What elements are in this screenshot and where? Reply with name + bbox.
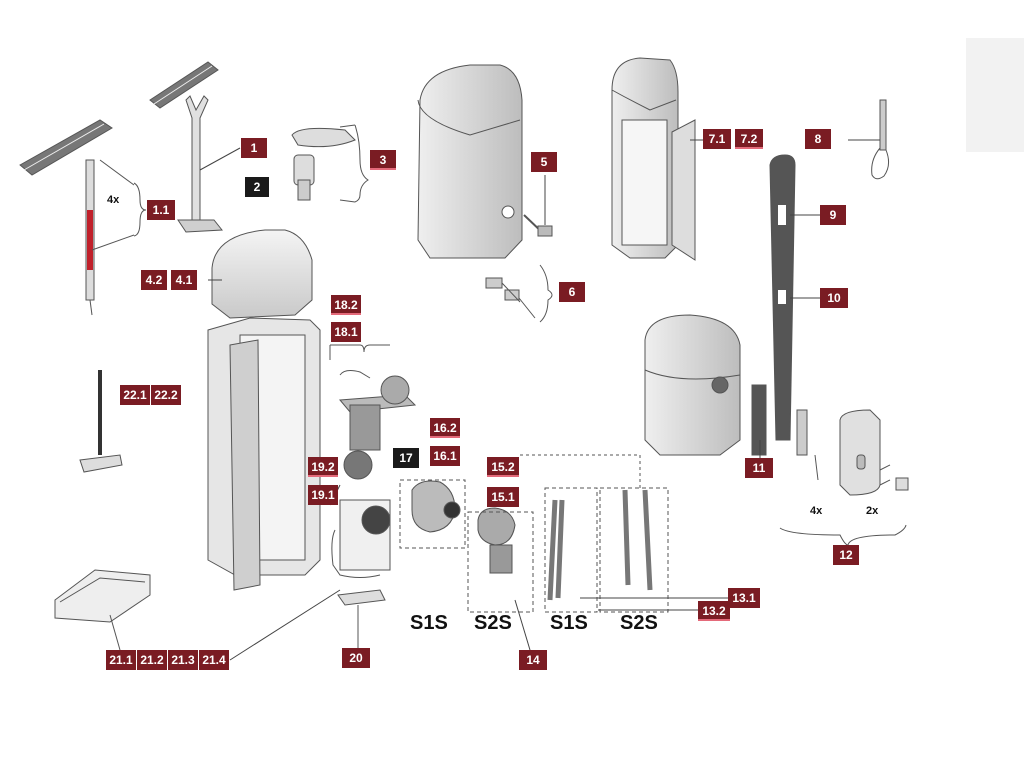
springs-13 [520,454,669,613]
limit-switch-part-8 [871,99,890,180]
label-1[interactable]: 1 [241,138,267,158]
quantity-4x-right: 4x [810,505,823,517]
label-19-2[interactable]: 19.2 [308,457,338,477]
quantity-2x: 2x [866,505,879,517]
pendulum-support [85,159,147,316]
label-6[interactable]: 6 [559,282,585,302]
cabinet-with-boom-mount [644,314,767,456]
label-21-2[interactable]: 21.2 [137,650,167,670]
side-panel [966,38,1024,152]
motor-16 [399,479,466,549]
quantity-4x-top: 4x [107,194,120,206]
label-15-2[interactable]: 15.2 [487,457,519,477]
label-11[interactable]: 11 [745,458,773,478]
group-label-s1s-motors: S1S [410,612,448,634]
label-14[interactable]: 14 [519,650,547,670]
group-label-s2s-motors: S2S [474,612,512,634]
control-box-21 [54,569,151,651]
boom-support-post [177,95,223,233]
cabinet-cap-4 [211,229,313,319]
label-8[interactable]: 8 [805,129,831,149]
bracket-and-cover-12 [779,409,909,546]
label-16-2[interactable]: 16.2 [430,418,460,438]
label-22-1[interactable]: 22.1 [120,385,150,405]
cabinet-housing-5 [417,64,553,259]
lock-cylinder-part-2 [293,154,315,201]
label-21-4[interactable]: 21.4 [199,650,229,670]
label-9[interactable]: 9 [820,205,846,225]
label-22-2[interactable]: 22.2 [151,385,181,405]
label-17[interactable]: 17 [393,448,419,468]
label-21-1[interactable]: 21.1 [106,650,136,670]
boom-profile-1 [149,61,219,109]
group-label-s1s-springs: S1S [550,612,588,634]
label-2[interactable]: 2 [245,177,269,197]
label-16-1[interactable]: 16.1 [430,446,460,466]
boom-profile-1-1 [19,119,113,176]
gearmotor-assembly-18 [329,344,417,480]
motor-15 [467,507,534,613]
label-12[interactable]: 12 [833,545,859,565]
label-7-1[interactable]: 7.1 [703,129,731,149]
label-4-1[interactable]: 4.1 [171,270,197,290]
label-3[interactable]: 3 [370,150,396,170]
label-21-3[interactable]: 21.3 [168,650,198,670]
label-18-2[interactable]: 18.2 [331,295,361,315]
antenna-22 [79,370,123,473]
label-13-1[interactable]: 13.1 [728,588,760,608]
boom-arm-9-10 [769,154,796,441]
mount-bracket-20 [337,589,386,648]
control-board-19 [331,499,391,578]
cabinet-open-door-7 [611,57,696,261]
leader-lines [199,139,880,661]
label-19-1[interactable]: 19.1 [308,485,338,505]
group-label-s2s-springs: S2S [620,612,658,634]
label-7-2[interactable]: 7.2 [735,129,763,149]
pedal-part-3 [291,124,369,203]
label-15-1[interactable]: 15.1 [487,487,519,507]
label-4-2[interactable]: 4.2 [141,270,167,290]
keys-part-6 [485,264,553,323]
label-1-1[interactable]: 1.1 [147,200,175,220]
label-10[interactable]: 10 [820,288,848,308]
label-5[interactable]: 5 [531,152,557,172]
label-18-1[interactable]: 18.1 [331,322,361,342]
cabinet-body-open [207,317,321,591]
label-20[interactable]: 20 [342,648,370,668]
label-13-2[interactable]: 13.2 [698,601,730,621]
